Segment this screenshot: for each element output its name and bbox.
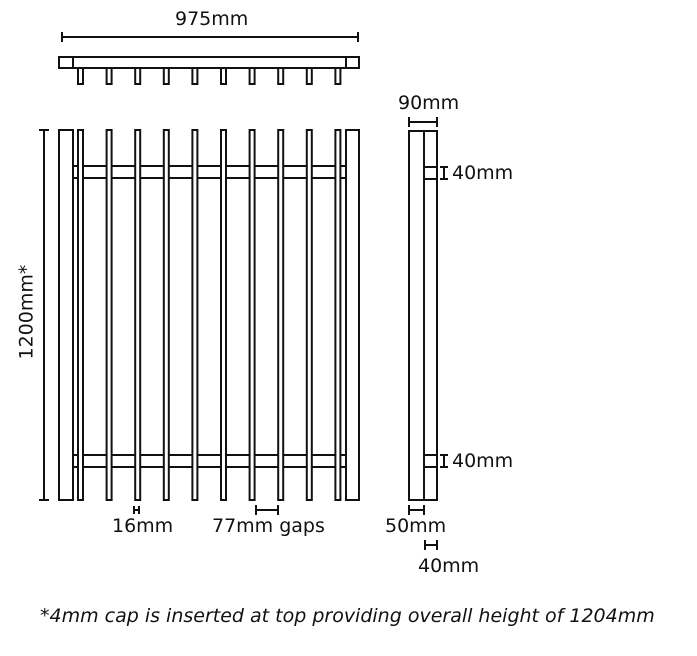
vertical-bar <box>248 129 256 501</box>
vertical-bar <box>277 129 285 501</box>
bottom-rail-label: 40mm <box>452 450 514 472</box>
bar-peg <box>334 67 342 85</box>
side-post-label: 40mm <box>418 555 480 577</box>
side-depth-label: 50mm <box>385 515 447 537</box>
vertical-bar <box>191 129 199 501</box>
bar-peg <box>248 67 256 85</box>
height-label: 1200mm* <box>15 264 38 360</box>
footnote: *4mm cap is inserted at top providing ov… <box>40 605 655 627</box>
bar-peg <box>220 67 227 85</box>
vertical-bar <box>220 129 227 501</box>
bar-peg <box>77 67 84 85</box>
gaps-label: 77mm gaps <box>212 515 325 537</box>
bar-peg <box>134 67 142 85</box>
vertical-bar <box>77 129 84 501</box>
bar-peg <box>162 67 170 85</box>
vertical-bar <box>162 129 170 501</box>
bar-peg <box>191 67 199 85</box>
bar-peg <box>105 67 113 85</box>
bar-width-label: 16mm <box>112 515 174 537</box>
width-label: 975mm <box>175 8 249 30</box>
top-rail-label: 40mm <box>452 162 514 184</box>
vertical-bar <box>134 129 142 501</box>
bar-peg <box>277 67 285 85</box>
top-view <box>58 32 360 85</box>
side-view <box>408 117 448 550</box>
bar-peg <box>305 67 313 85</box>
vertical-bar <box>305 129 313 501</box>
vertical-bar <box>334 129 342 501</box>
vertical-bar <box>105 129 113 501</box>
depth-label: 90mm <box>398 92 460 114</box>
front-view <box>39 129 360 515</box>
